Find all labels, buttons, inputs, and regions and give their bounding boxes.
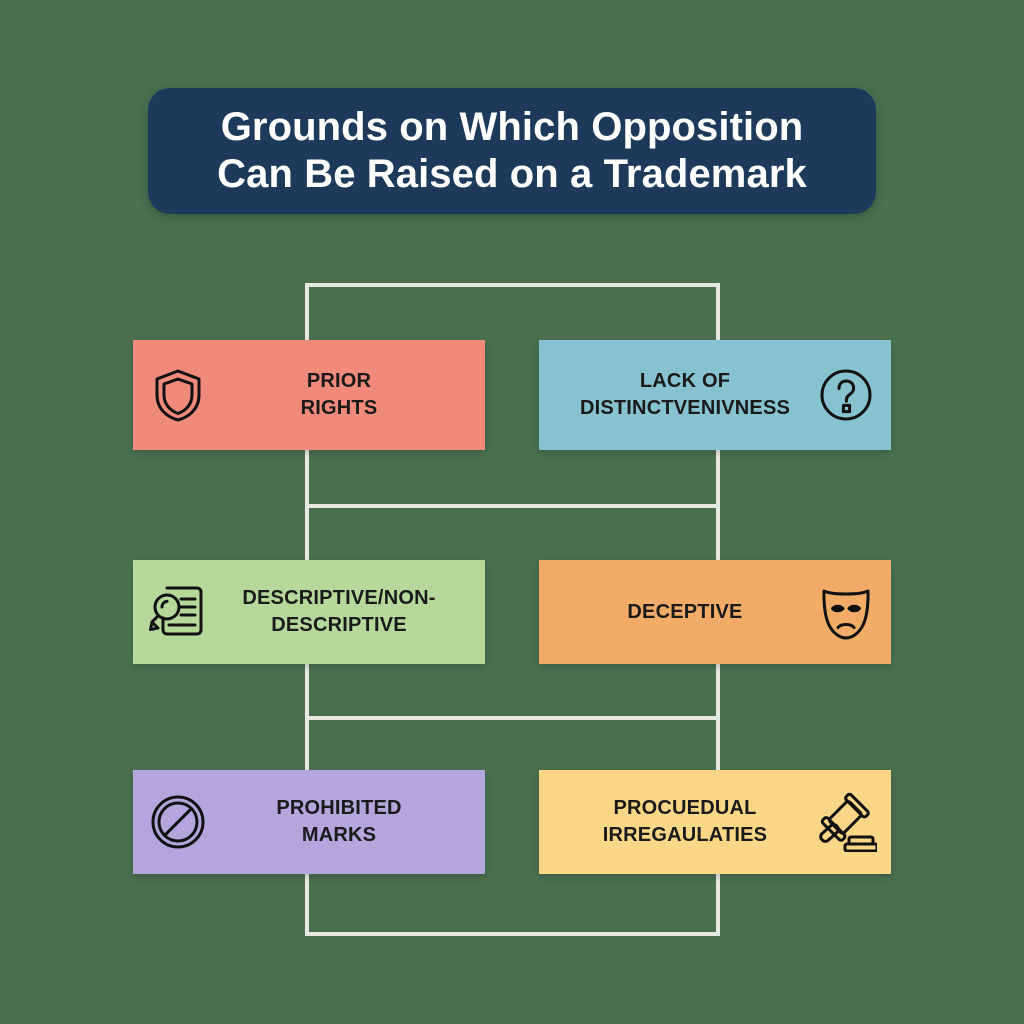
node-descriptive-non-descriptive[interactable]: DESCRIPTIVE/NON- DESCRIPTIVE	[133, 560, 485, 664]
node-label: DECEPTIVE	[555, 599, 815, 626]
prohibition-sign-icon	[147, 791, 209, 853]
connector-segment-right-leg	[716, 450, 720, 562]
theater-mask-icon	[815, 581, 877, 643]
connector-row2-row3	[305, 664, 720, 772]
connector-segment-right-leg	[716, 664, 720, 772]
question-mark-circle-icon	[815, 364, 877, 426]
connector-segment-crossbar	[305, 504, 720, 508]
node-label-line-2: DISTINCTVENIVNESS	[579, 397, 791, 419]
node-label-line-1: LACK OF	[639, 370, 731, 392]
node-procedural-irregularities[interactable]: PROCUEDUAL IRREGAULATIES	[539, 770, 891, 874]
page-title-line-2: Can Be Raised on a Trademark	[217, 152, 807, 196]
node-prohibited-marks[interactable]: PROHIBITED MARKS	[133, 770, 485, 874]
connector-top-bracket	[305, 283, 720, 343]
node-label-line-2: RIGHTS	[300, 397, 378, 419]
node-label: DESCRIPTIVE/NON- DESCRIPTIVE	[209, 585, 469, 639]
node-label-line-1: PROCUEDUAL	[613, 797, 757, 819]
node-label-line-1: DECEPTIVE	[627, 600, 743, 623]
node-lack-of-distinctiveness[interactable]: LACK OF DISTINCTVENIVNESS	[539, 340, 891, 450]
connector-row1-row2	[305, 450, 720, 562]
node-label: PRIOR RIGHTS	[209, 368, 469, 422]
node-deceptive[interactable]: DECEPTIVE	[539, 560, 891, 664]
connector-segment-left-leg	[305, 664, 309, 772]
connector-segment-left-leg	[305, 283, 309, 341]
node-label-line-2: IRREGAULATIES	[602, 824, 768, 846]
node-label-line-2: DESCRIPTIVE	[271, 614, 407, 636]
node-label-line-1: PRIOR	[306, 370, 372, 392]
document-magnifier-icon	[147, 581, 209, 643]
page-title-line-1: Grounds on Which Opposition	[220, 104, 804, 149]
connector-segment-horizontal	[305, 283, 720, 287]
connector-segment-right-leg	[716, 874, 720, 936]
shield-icon	[147, 364, 209, 426]
node-label: PROHIBITED MARKS	[209, 795, 469, 849]
node-label-line-2: MARKS	[301, 824, 377, 846]
connector-segment-right-leg	[716, 283, 720, 341]
connector-segment-left-leg	[305, 450, 309, 562]
connector-segment-horizontal	[305, 932, 720, 936]
node-prior-rights[interactable]: PRIOR RIGHTS	[133, 340, 485, 450]
page-title: Grounds on Which Opposition Can Be Raise…	[148, 88, 876, 214]
connector-bottom-bracket	[305, 874, 720, 936]
node-label: LACK OF DISTINCTVENIVNESS	[555, 368, 815, 422]
connector-segment-left-leg	[305, 874, 309, 936]
node-label: PROCUEDUAL IRREGAULATIES	[555, 795, 815, 849]
connector-segment-crossbar	[305, 716, 720, 720]
node-label-line-1: PROHIBITED	[276, 797, 402, 819]
gavel-icon	[815, 791, 877, 853]
node-label-line-1: DESCRIPTIVE/NON-	[242, 587, 436, 609]
